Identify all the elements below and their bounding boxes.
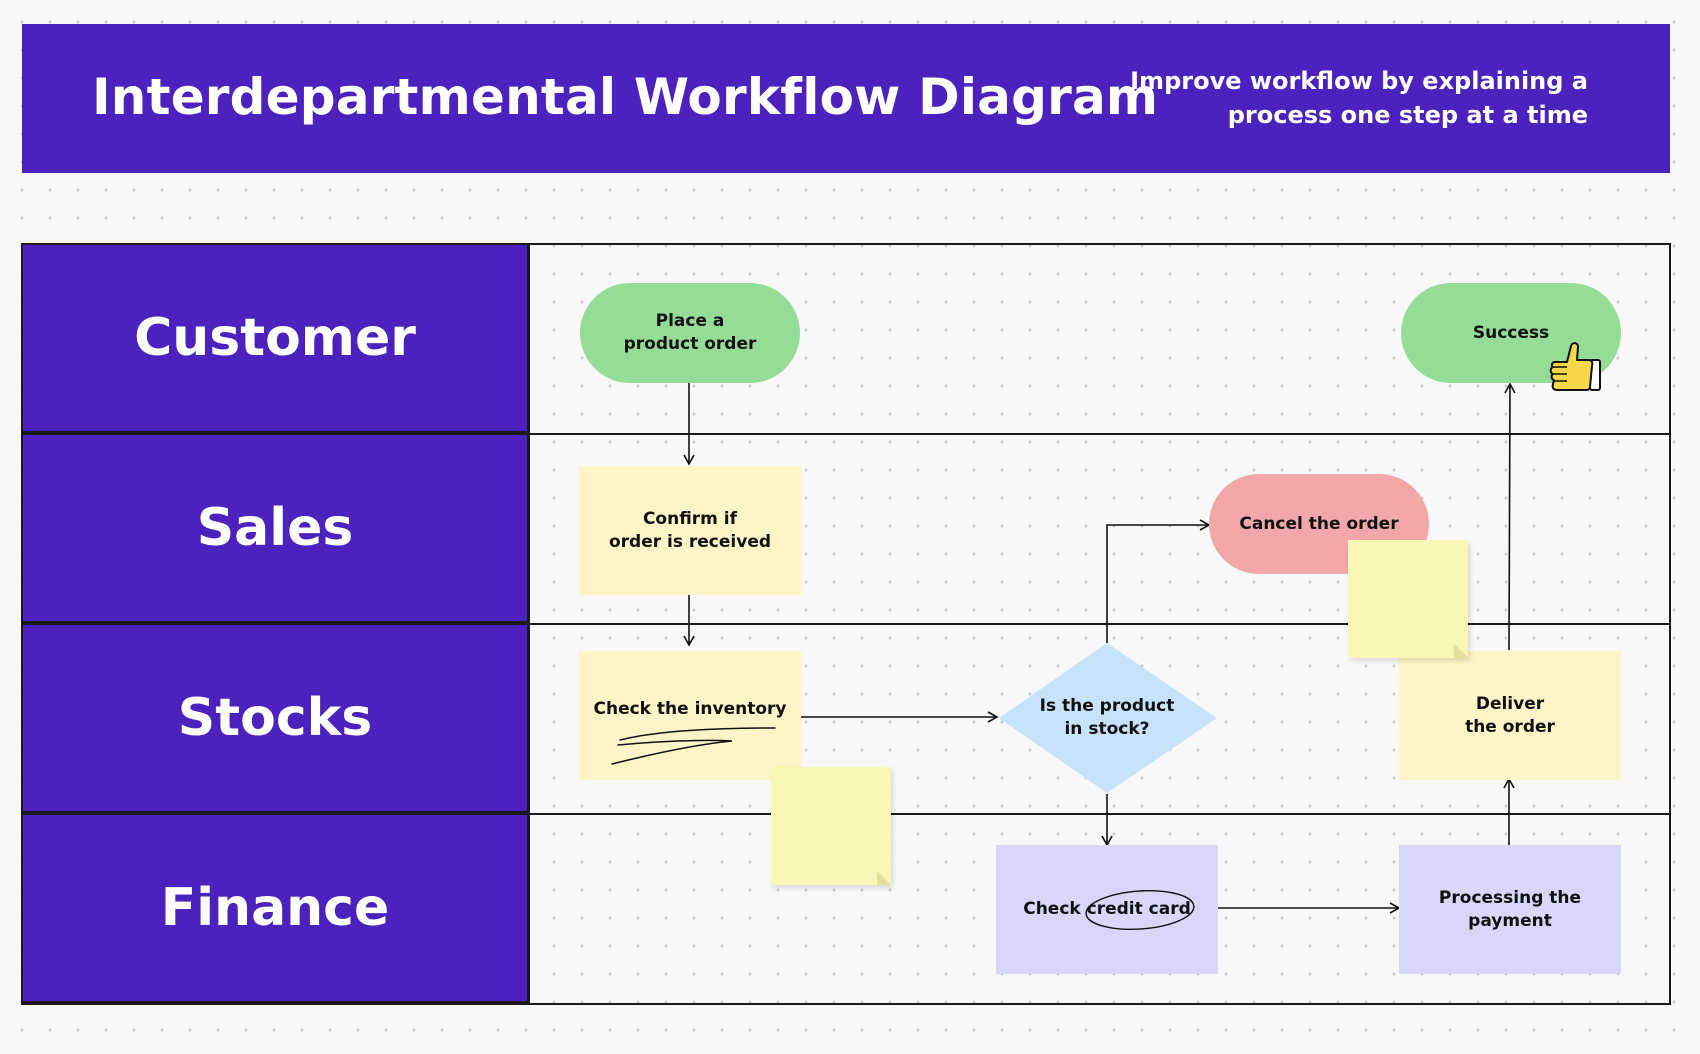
node-processing-payment[interactable]: Processing the payment xyxy=(1399,845,1621,974)
lane-divider xyxy=(529,433,1671,435)
node-place-order[interactable]: Place a product order xyxy=(580,283,800,383)
lane-header-finance: Finance xyxy=(21,813,529,1003)
node-deliver-order[interactable]: Deliver the order xyxy=(1399,651,1621,780)
page-title: Interdepartmental Workflow Diagram xyxy=(92,68,1159,126)
thumbs-up-icon xyxy=(1549,342,1601,391)
sticky-fold xyxy=(1454,644,1468,658)
lane-header-sales: Sales xyxy=(21,433,529,623)
decision-diamond-shape xyxy=(999,643,1217,793)
sticky-note[interactable] xyxy=(771,767,891,885)
lane-header-stocks: Stocks xyxy=(21,623,529,813)
connector-deliver-to-success xyxy=(1504,382,1516,651)
sticky-fold xyxy=(877,871,891,885)
lane-divider xyxy=(529,623,1671,625)
sticky-note[interactable] xyxy=(1348,540,1468,658)
connector-decision-to-cancel xyxy=(1106,519,1211,643)
node-check-credit-card[interactable]: Check credit card xyxy=(996,845,1218,974)
node-decision-in-stock[interactable]: Is the product in stock? xyxy=(1039,696,1175,739)
header-banner: Interdepartmental Workflow Diagram Impro… xyxy=(22,24,1670,173)
node-check-inventory[interactable]: Check the inventory xyxy=(579,651,801,780)
lane-divider xyxy=(529,813,1671,815)
node-confirm-order[interactable]: Confirm if order is received xyxy=(579,466,801,595)
page-subtitle: Improve workflow by explaining a process… xyxy=(1130,67,1588,129)
lane-header-customer: Customer xyxy=(21,243,529,433)
